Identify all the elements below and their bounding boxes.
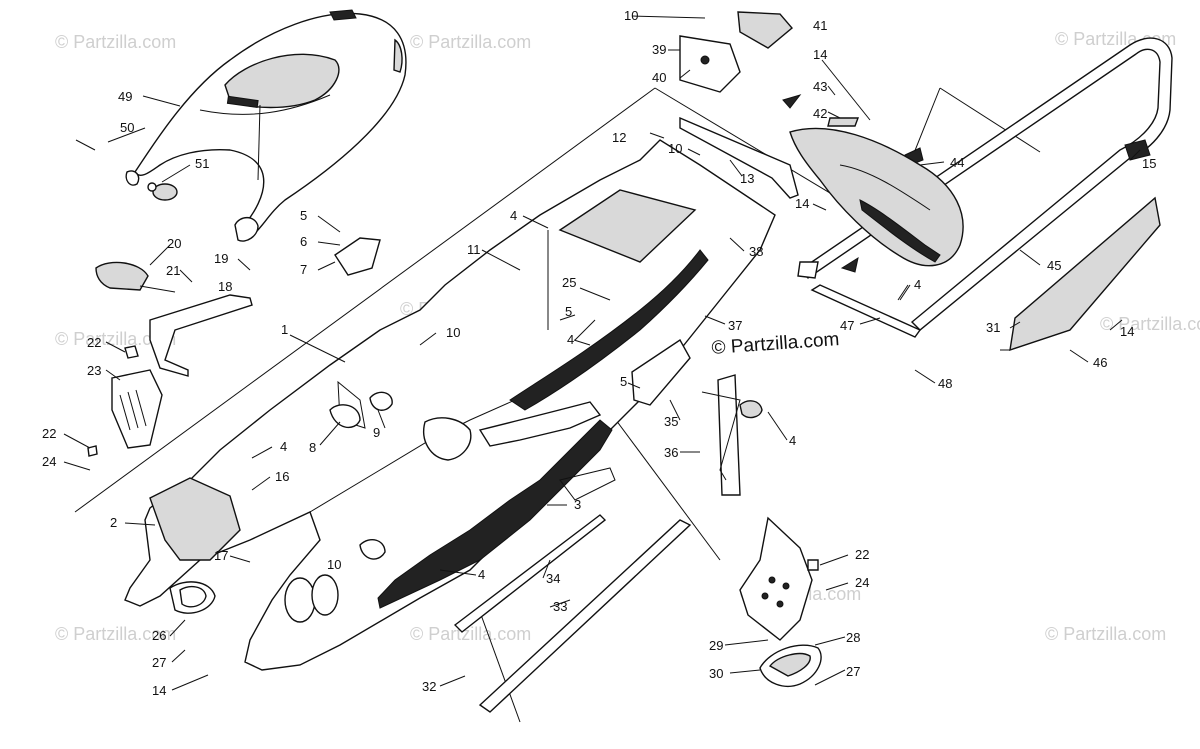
callout-45: 45 [1047,258,1061,273]
callout-10a: 10 [624,8,638,23]
callout-25: 25 [562,275,576,290]
view-arrows [782,94,859,273]
callout-36: 36 [664,445,678,460]
left-footrest [87,261,253,457]
callout-labels: 1 2 3 4 4 4 4 4 4 5 5 5 6 7 8 9 10 10 10… [42,8,1156,698]
rails [453,514,692,713]
callout-4f: 4 [914,277,921,292]
callout-33: 33 [553,599,567,614]
callout-10c: 10 [446,325,460,340]
watermark-top-center: © Partzilla.com [410,32,531,52]
callout-14b: 14 [795,196,809,211]
small-brackets [334,237,763,496]
callout-4b: 4 [567,332,574,347]
callout-48: 48 [938,376,952,391]
watermark-bottom-left: © Partzilla.com [55,624,176,644]
callout-10d: 10 [327,557,341,572]
seat-hardware [75,139,178,201]
callout-5a: 5 [300,208,307,223]
callout-1: 1 [281,322,288,337]
arrow-lower [840,256,859,273]
callout-50: 50 [120,120,134,135]
callout-6: 6 [300,234,307,249]
callout-27b: 27 [846,664,860,679]
callout-10b: 10 [668,141,682,156]
callout-17: 17 [214,548,228,563]
callout-4d: 4 [478,567,485,582]
callout-11: 11 [467,242,481,257]
callout-20: 20 [167,236,181,251]
leader-lines [63,15,1141,691]
callout-21: 21 [166,263,180,278]
callout-18: 18 [218,279,232,294]
callout-15: 15 [1142,156,1156,171]
brand-watermark: © Partzilla.com [711,329,840,359]
callout-35: 35 [664,414,678,429]
watermark-mid-left: © Partzilla.com [55,329,176,349]
rear-brackets [679,11,799,199]
callout-46: 46 [1093,355,1107,370]
watermark-bottom-right-b: © Partzilla.com [1045,624,1166,644]
callout-9: 9 [373,425,380,440]
callout-4c: 4 [280,439,287,454]
callout-32: 32 [422,679,436,694]
callout-43: 43 [813,79,827,94]
tunnel [124,139,776,671]
callout-24b: 24 [855,575,869,590]
callout-13: 13 [740,171,754,186]
right-footrest [739,516,822,687]
callout-40: 40 [652,70,666,85]
callout-2: 2 [110,515,117,530]
snowflap [1000,196,1161,352]
watermark-top-left: © Partzilla.com [55,32,176,52]
callout-49: 49 [118,89,132,104]
callout-22c: 22 [855,547,869,562]
callout-14a: 14 [813,47,827,62]
tail-light-assembly [789,117,964,267]
callout-28: 28 [846,630,860,645]
callout-19: 19 [214,251,228,266]
callout-22b: 22 [42,426,56,441]
callout-38: 38 [749,244,763,259]
callout-31: 31 [986,320,1000,335]
callout-34: 34 [546,571,560,586]
callout-29: 29 [709,638,723,653]
seat [134,9,407,242]
callout-23: 23 [87,363,101,378]
callout-51: 51 [195,156,209,171]
callout-5c: 5 [620,374,627,389]
callout-44: 44 [950,155,964,170]
arrow-upper [782,94,802,109]
watermark-mid-right: © Partzilla.com [1100,314,1200,334]
callout-26: 26 [152,628,166,643]
callout-7: 7 [300,262,307,277]
callout-27a: 27 [152,655,166,670]
callout-39: 39 [652,42,666,57]
callout-14c: 14 [1120,324,1134,339]
callout-4a: 4 [510,208,517,223]
callout-4e: 4 [789,433,796,448]
callout-47: 47 [840,318,854,333]
callout-14d: 14 [152,683,166,698]
callout-41: 41 [813,18,827,33]
callout-30: 30 [709,666,723,681]
callout-12: 12 [612,130,626,145]
callout-24a: 24 [42,454,56,469]
callout-3: 3 [574,497,581,512]
callout-22a: 22 [87,335,101,350]
callout-8: 8 [309,440,316,455]
callout-37: 37 [728,318,742,333]
watermark-bottom-center: © Partzilla.com [410,624,531,644]
callout-42: 42 [813,106,827,121]
callout-5b: 5 [565,304,572,319]
callout-16: 16 [275,469,289,484]
